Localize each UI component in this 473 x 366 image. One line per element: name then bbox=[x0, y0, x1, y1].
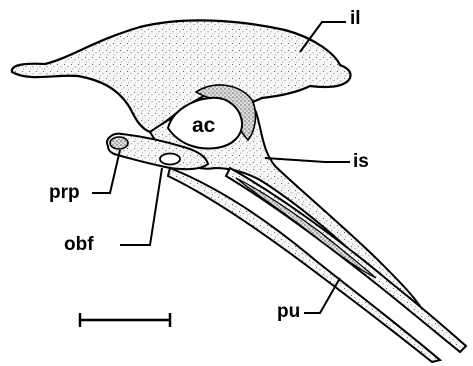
label-pubis: pu bbox=[277, 302, 300, 321]
leader-line-is bbox=[265, 158, 350, 162]
label-ischium: is bbox=[353, 152, 369, 171]
label-ilium: il bbox=[350, 9, 361, 28]
prepubic-knob bbox=[110, 137, 128, 149]
scale-bar bbox=[80, 313, 170, 327]
leader-line-obf bbox=[120, 168, 162, 245]
label-prepubic-process: prp bbox=[49, 183, 80, 202]
label-obturator-foramen: obf bbox=[64, 235, 94, 254]
label-acetabulum: ac bbox=[192, 115, 215, 136]
obturator-foramen bbox=[160, 154, 180, 165]
leader-line-prp bbox=[92, 150, 120, 193]
